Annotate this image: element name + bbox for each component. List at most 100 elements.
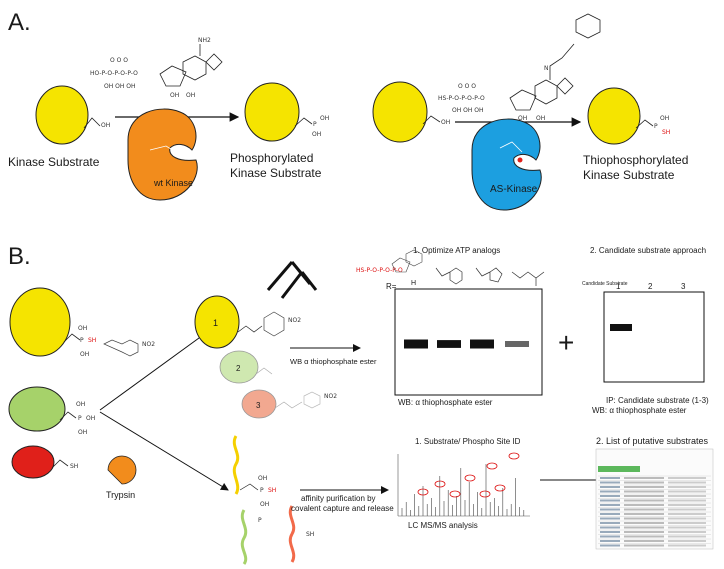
svg-text:OH: OH [260, 501, 269, 508]
ms-peak-marker [479, 490, 491, 498]
phospho-peptide: P [240, 509, 262, 565]
svg-text:SH: SH [268, 487, 276, 494]
svg-text:OH: OH [441, 119, 450, 126]
table-cell [668, 486, 706, 488]
table-cell [624, 499, 664, 502]
svg-text:P: P [313, 121, 317, 128]
svg-text:OH: OH [80, 351, 89, 358]
table-cell [668, 526, 706, 529]
lane-number-2: 2 [648, 282, 653, 291]
table-cell [600, 481, 620, 484]
table-cell [668, 513, 706, 515]
table-cell [624, 531, 664, 533]
ms-phospho-peak-markers [417, 452, 520, 498]
table-cell [624, 481, 664, 484]
svg-text:N: N [544, 65, 549, 72]
blot2-band [610, 324, 632, 331]
svg-text:OH: OH [186, 92, 195, 99]
table-cell [624, 540, 664, 542]
svg-text:1: 1 [213, 318, 218, 328]
cysteine-peptide: SH [288, 505, 314, 563]
antibody-icon [266, 261, 318, 299]
analog-h-label: H [411, 280, 416, 287]
table-cell [600, 490, 620, 493]
wt-kinase: wt Kinase [127, 108, 198, 201]
svg-text:OH: OH [101, 122, 110, 129]
table-cell [600, 540, 620, 542]
arrow-to-peptides [99, 411, 229, 491]
svg-text:OH: OH [312, 131, 321, 138]
affinity-text-1: affinity purification by [301, 494, 376, 503]
svg-text:OH: OH [518, 115, 527, 122]
arrow-to-alkylated [99, 329, 211, 411]
table-cell [600, 531, 620, 533]
table-cell [668, 490, 706, 493]
alkylated-substrate-1: 1 NO2 [194, 295, 301, 349]
svg-text:NH2: NH2 [198, 37, 211, 44]
table-cell [600, 513, 620, 515]
lane-number-1: 1 [616, 282, 621, 291]
pnbm-reagent: NO2 [103, 339, 155, 357]
table-cell [600, 508, 620, 511]
kinase-substrate-right: OH [372, 81, 450, 143]
svg-text:OH: OH [170, 92, 179, 99]
svg-text:HS-P-O-P-O-P-O: HS-P-O-P-O-P-O [356, 267, 403, 274]
trypsin-icon [107, 455, 137, 485]
panel-b-label: B. [8, 243, 31, 270]
phosphorylated-label-2: Kinase Substrate [230, 166, 322, 180]
ms-peaks [401, 464, 525, 516]
ms-peak-marker [449, 490, 461, 498]
ms-peak-marker [417, 488, 429, 496]
trypsin-label: Trypsin [106, 490, 135, 500]
svg-text:NO2: NO2 [324, 393, 337, 400]
blot1-band [404, 339, 428, 349]
svg-text:O O O: O O O [458, 83, 476, 90]
phospho-substrate-green: P OH OH OH [8, 386, 95, 436]
svg-text:OH: OH [78, 429, 87, 436]
as-kinase: AS-Kinase [471, 118, 542, 211]
svg-text:OH: OH [536, 115, 545, 122]
atp-molecule: HO-P-O-P-O-P-O O O O OH OH OH OH OH NH2 [90, 37, 223, 99]
table-cell [668, 477, 706, 479]
table-cell [600, 526, 620, 529]
blot1-band [505, 341, 529, 347]
table-cell [624, 513, 664, 515]
table-cell [668, 495, 706, 497]
ms-peak-marker [508, 452, 520, 460]
table-cell [600, 486, 620, 488]
thiophospho-peptide: P OH SH OH [232, 435, 276, 508]
svg-text:P: P [78, 415, 82, 422]
svg-text:OH: OH [78, 325, 87, 332]
kinase-substrate: OH [35, 85, 110, 145]
svg-text:OH: OH [660, 115, 669, 122]
table-cell [600, 535, 620, 538]
table-cell [624, 504, 664, 506]
putative-substrates-table [595, 448, 714, 550]
thio-substrate-yellow: P OH SH OH [9, 287, 96, 358]
table-cell [624, 535, 664, 538]
candidate-substrate-lbl: Candidate Substrate [582, 281, 628, 287]
svg-text:SH: SH [70, 463, 78, 470]
ms-peak-marker [486, 462, 498, 470]
wb-arrow-label: WB α thiophosphate ester [290, 357, 377, 366]
svg-text:NO2: NO2 [288, 317, 301, 324]
phosphorylated-label-1: Phosphorylated [230, 151, 313, 165]
svg-text:NO2: NO2 [142, 341, 155, 348]
table-cell [624, 517, 664, 520]
table-cell [600, 499, 620, 502]
blot-optimize-bands [404, 339, 529, 349]
blot-candidate-bands [610, 324, 632, 331]
putative-title: 2. List of putative substrates [596, 436, 709, 446]
table-cell [624, 522, 664, 524]
table-cell [600, 517, 620, 520]
svg-text:HS-P-O-P-O-P-O: HS-P-O-P-O-P-O [438, 95, 485, 102]
svg-text:O O O: O O O [110, 57, 128, 64]
blot1-band [470, 339, 494, 349]
table-cell [624, 486, 664, 488]
ip-caption: IP: Candidate substrate (1-3) [606, 396, 709, 405]
table-cell [624, 526, 664, 529]
svg-text:3: 3 [256, 401, 261, 410]
table-cell [600, 504, 620, 506]
svg-text:OH OH OH: OH OH OH [104, 83, 136, 90]
